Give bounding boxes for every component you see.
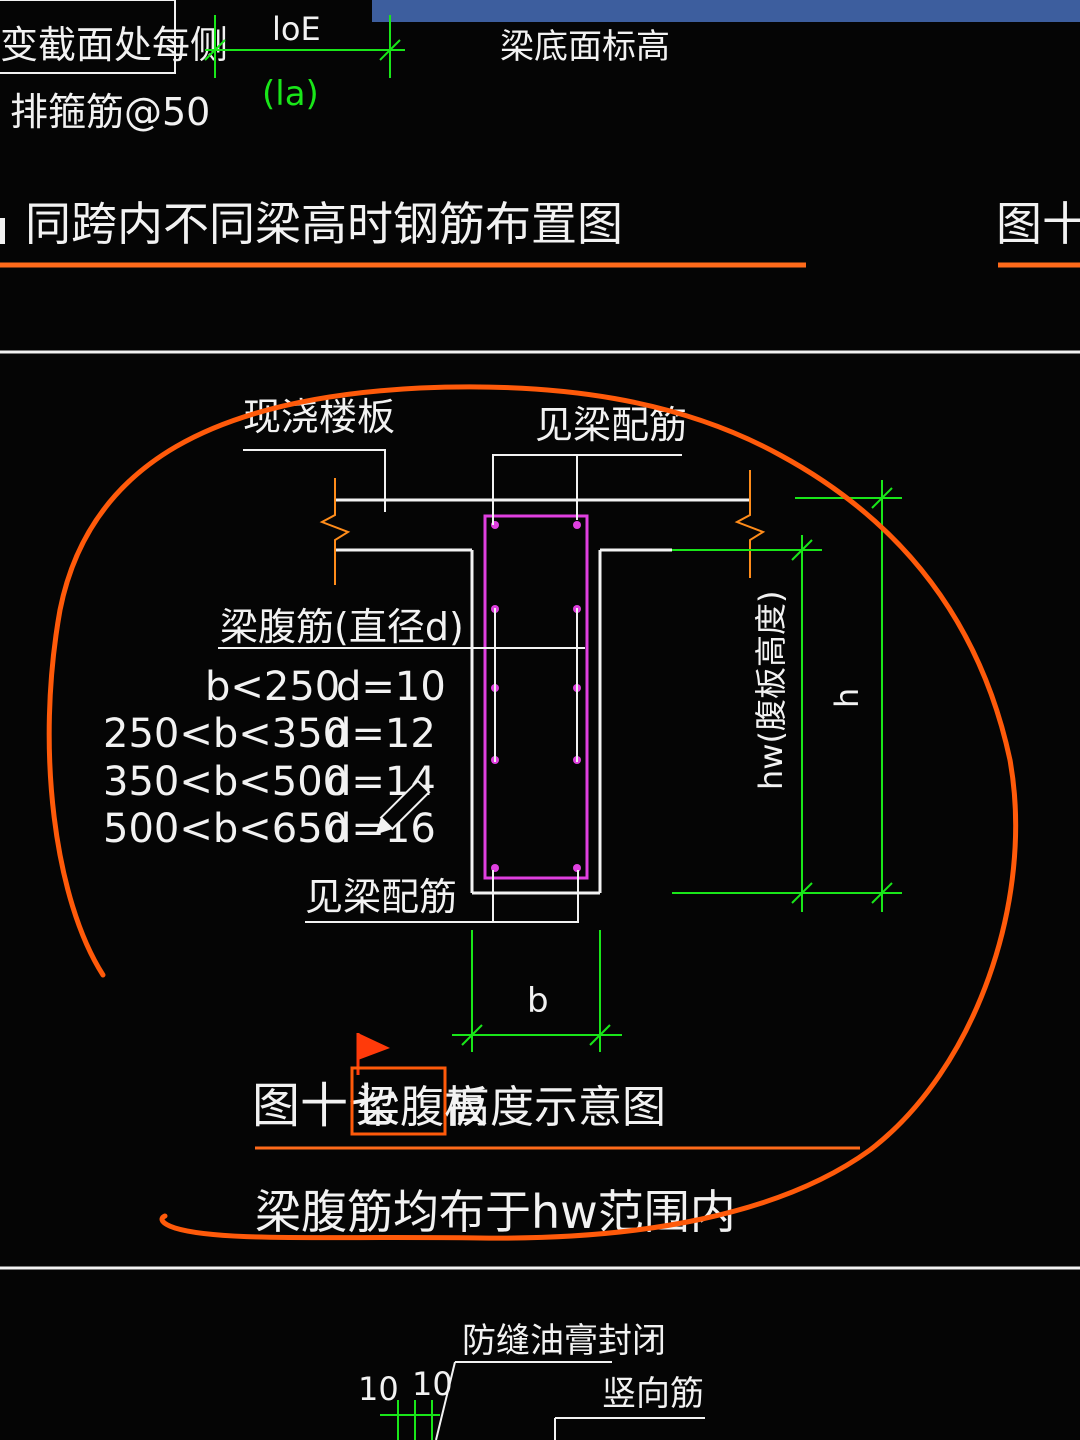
highlight-box <box>350 1066 447 1136</box>
stirrup-note: 排箍筋@50 <box>10 90 210 134</box>
bottom-section: 防缝油膏封闭 竖向筋 10 10 <box>358 1321 705 1440</box>
pencil-cursor-icon <box>375 779 431 835</box>
figure16-caption: 同跨内不同梁高时钢筋布置图 <box>25 197 623 251</box>
vertical-rebar-label: 竖向筋 <box>602 1374 704 1414</box>
cast-slab-label: 现浇楼板 <box>243 395 395 439</box>
table-row-4-range: 500<b<650 <box>103 806 348 852</box>
figure17-note: 梁腹筋均布于hw范围内 <box>255 1185 736 1239</box>
h-label: h <box>828 688 866 708</box>
figure16-number: 图十六 <box>996 197 1080 251</box>
caption-marker <box>0 218 5 244</box>
beam-bottom-label: 梁底面标高 <box>500 27 670 67</box>
table-row-2-d: d=12 <box>326 711 436 757</box>
waist-rebar-lines <box>494 608 578 762</box>
dim-left-label: 10 <box>358 1370 399 1408</box>
leader-lines <box>218 449 682 923</box>
figure17-beam-section: 现浇楼板 见梁配筋 梁腹筋(直径d) b<250 d=10 250<b<350 … <box>0 384 1080 1270</box>
width-dimension <box>452 930 622 1052</box>
figure17-caption-rest: 高度示意图 <box>446 1082 666 1133</box>
table-row-1-d: d=10 <box>336 664 446 710</box>
loe-dimension <box>204 15 405 78</box>
waist-rebar-title: 梁腹筋(直径d) <box>220 605 464 649</box>
hw-label: hw(腹板高度) <box>752 591 790 790</box>
variable-section-note: 变截面处每侧 <box>0 23 228 67</box>
table-row-1-range: b<250 <box>205 664 340 710</box>
hand-drawn-circle-annotation <box>46 384 1019 1241</box>
longitudinal-bars <box>491 521 581 872</box>
figure17-number: 图十七 <box>252 1078 396 1134</box>
top-section: 变截面处每侧 排箍筋@50 loE (la) 梁底面标高 同跨内不同梁高时钢筋布… <box>0 0 1080 354</box>
table-row-2-range: 250<b<350 <box>103 711 348 757</box>
la-label: (la) <box>262 74 319 114</box>
window-title-banner <box>372 0 1080 22</box>
joint-detail-lines <box>435 1361 705 1440</box>
b-label: b <box>527 981 549 1021</box>
table-row-3-range: 350<b<500 <box>103 759 348 805</box>
stirrup <box>483 514 589 880</box>
break-lines <box>319 470 766 585</box>
figure17-caption-highlight: 梁腹板 <box>356 1082 488 1133</box>
see-beam-rebar-bottom-label: 见梁配筋 <box>305 875 457 919</box>
bottom-dimension <box>380 1400 440 1440</box>
joint-seal-label: 防缝油膏封闭 <box>462 1321 666 1361</box>
loe-label: loE <box>272 10 321 48</box>
note-box <box>0 0 176 74</box>
